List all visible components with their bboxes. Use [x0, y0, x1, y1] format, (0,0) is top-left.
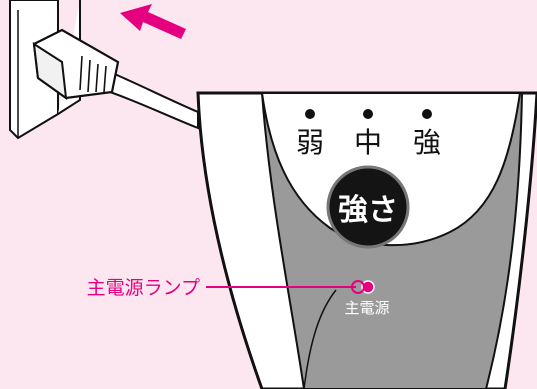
main-power-lamp: 主電源 — [344, 280, 390, 317]
strength-button-label: 強さ — [338, 193, 398, 228]
callout-ring — [351, 280, 365, 294]
insert-arrow-icon — [120, 4, 186, 39]
callout-label: 主電源ランプ — [87, 277, 200, 299]
main-power-lamp-label: 主電源 — [344, 299, 389, 317]
callout: 主電源ランプ — [87, 277, 365, 299]
speed-label-medium: 中 — [354, 126, 382, 159]
speed-indicator-medium — [363, 109, 373, 119]
speed-label-weak: 弱 — [296, 126, 324, 159]
strength-button[interactable]: 強さ — [326, 165, 410, 249]
speed-label-strong: 強 — [413, 126, 441, 159]
speed-levels: 弱 中 強 — [296, 109, 441, 159]
speed-indicator-strong — [422, 109, 432, 119]
main-power-lamp-indicator — [361, 280, 375, 294]
power-plug-icon — [32, 28, 199, 130]
speed-indicator-weak — [305, 109, 315, 119]
